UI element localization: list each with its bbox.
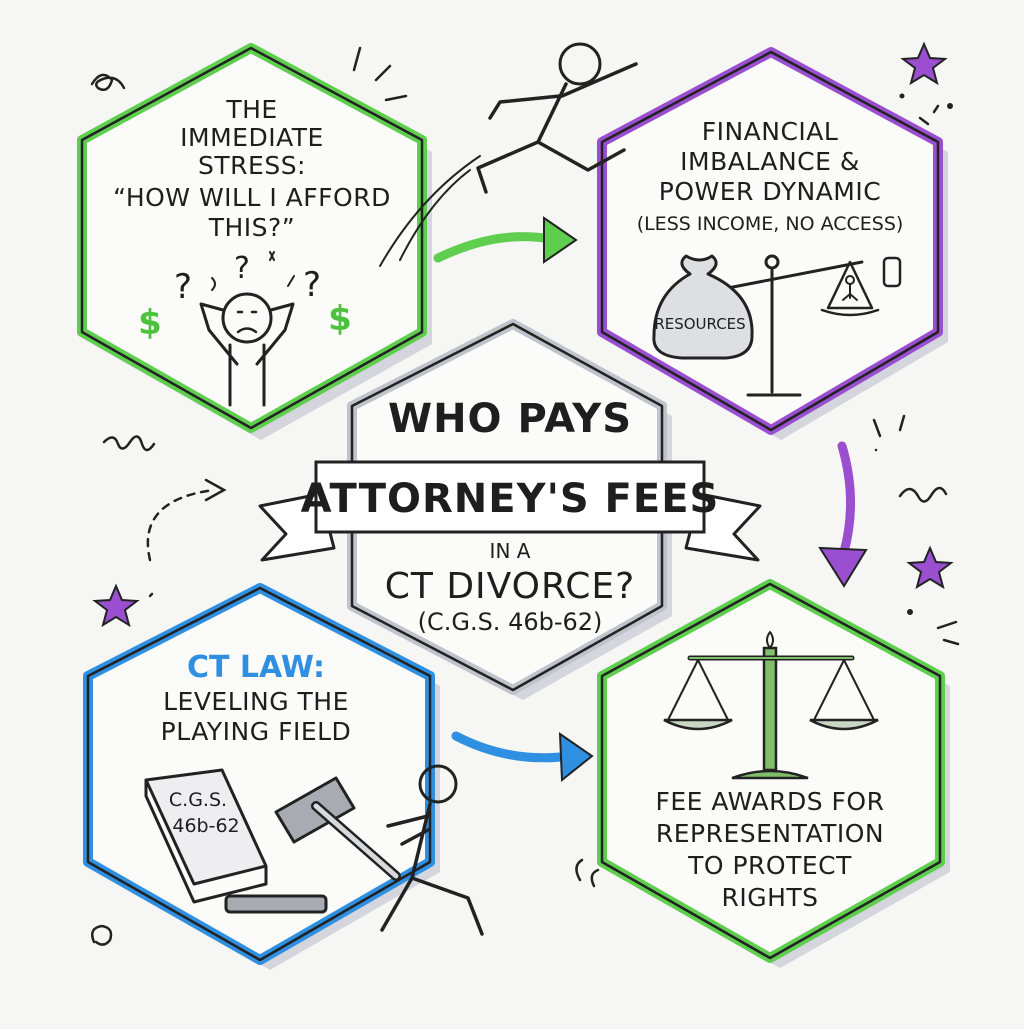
central-title-line-1: WHO PAYS xyxy=(388,396,632,442)
central-citation: (C.G.S. 46b-62) xyxy=(418,608,603,636)
hexagon-outline xyxy=(600,50,940,432)
fee-awards-line-4: RIGHTS xyxy=(721,883,818,912)
doodle-squiggle xyxy=(90,46,960,946)
panel-central-question: WHO PAYS ATTORNEY'S FEES IN A CT DIVORCE… xyxy=(258,319,762,700)
panel-immediate-stress: THE IMMEDIATE STRESS: “HOW WILL I AFFORD… xyxy=(77,43,432,440)
arrow-purple-right xyxy=(818,441,868,588)
stress-line-3: STRESS: xyxy=(198,151,306,180)
stress-line-1: THE xyxy=(225,95,277,124)
hexagon-outline xyxy=(80,46,424,430)
gavel-icon xyxy=(224,776,401,914)
panel-ct-law: CT LAW: LEVELING THE PLAYING FIELD C.G.S… xyxy=(83,583,484,970)
panel-financial-imbalance: FINANCIAL IMBALANCE & POWER DYNAMIC (LES… xyxy=(597,47,948,440)
svg-text:?: ? xyxy=(234,251,250,286)
central-title-line-3: IN A xyxy=(490,539,531,563)
imbalance-line-1: FINANCIAL xyxy=(702,117,839,146)
stress-line-5: THIS?” xyxy=(208,213,296,242)
resources-label: RESOURCES xyxy=(654,315,745,333)
ct-law-heading: CT LAW: xyxy=(187,650,325,685)
svg-text:?: ? xyxy=(303,265,321,305)
stressed-person-icon xyxy=(199,292,295,407)
hexagon-outline xyxy=(600,582,942,960)
leaping-figure-icon xyxy=(379,42,638,267)
central-title-line-4: CT DIVORCE? xyxy=(385,566,635,607)
imbalance-line-2: IMBALANCE & xyxy=(680,147,860,176)
law-book-icon: C.G.S. 46b-62 xyxy=(144,768,268,904)
arrow-blue-bottom xyxy=(451,731,594,783)
title-banner: ATTORNEY'S FEES xyxy=(258,460,762,562)
imbalance-line-3: POWER DYNAMIC xyxy=(659,177,881,206)
book-label-line-1: C.G.S. xyxy=(169,789,227,811)
imbalance-line-4: (LESS INCOME, NO ACCESS) xyxy=(637,213,904,235)
svg-text:$: $ xyxy=(138,303,162,343)
banner-text: ATTORNEY'S FEES xyxy=(301,476,720,522)
svg-text:$: $ xyxy=(328,299,352,339)
fee-awards-line-2: REPRESENTATION xyxy=(656,819,884,848)
star-icon xyxy=(906,545,954,590)
hexagon-outline xyxy=(350,322,664,692)
arrow-green-top xyxy=(433,216,578,264)
question-mark-icon: ? ? ? xyxy=(174,251,321,307)
money-bag-icon: RESOURCES xyxy=(652,254,754,360)
star-icon xyxy=(900,41,948,86)
panel-fee-awards: FEE AWARDS FOR REPRESENTATION TO PROTECT… xyxy=(597,579,950,968)
dollar-sign-icon: $ $ xyxy=(138,299,352,343)
balanced-scale-icon xyxy=(663,631,879,780)
fee-awards-line-3: TO PROTECT xyxy=(687,851,852,880)
book-label-line-2: 46b-62 xyxy=(172,815,239,837)
pushing-figure-icon xyxy=(380,764,484,936)
arrow-dashed-left xyxy=(146,478,227,562)
svg-text:?: ? xyxy=(174,267,192,307)
fee-awards-line-1: FEE AWARDS FOR xyxy=(656,787,885,816)
ct-law-line-2: LEVELING THE xyxy=(163,687,349,716)
hexagon-outline xyxy=(86,586,432,962)
ct-law-line-3: PLAYING FIELD xyxy=(161,717,352,746)
stress-line-2: IMMEDIATE xyxy=(180,123,324,152)
stress-line-4: “HOW WILL I AFFORD xyxy=(113,183,391,212)
star-icon xyxy=(92,583,140,628)
